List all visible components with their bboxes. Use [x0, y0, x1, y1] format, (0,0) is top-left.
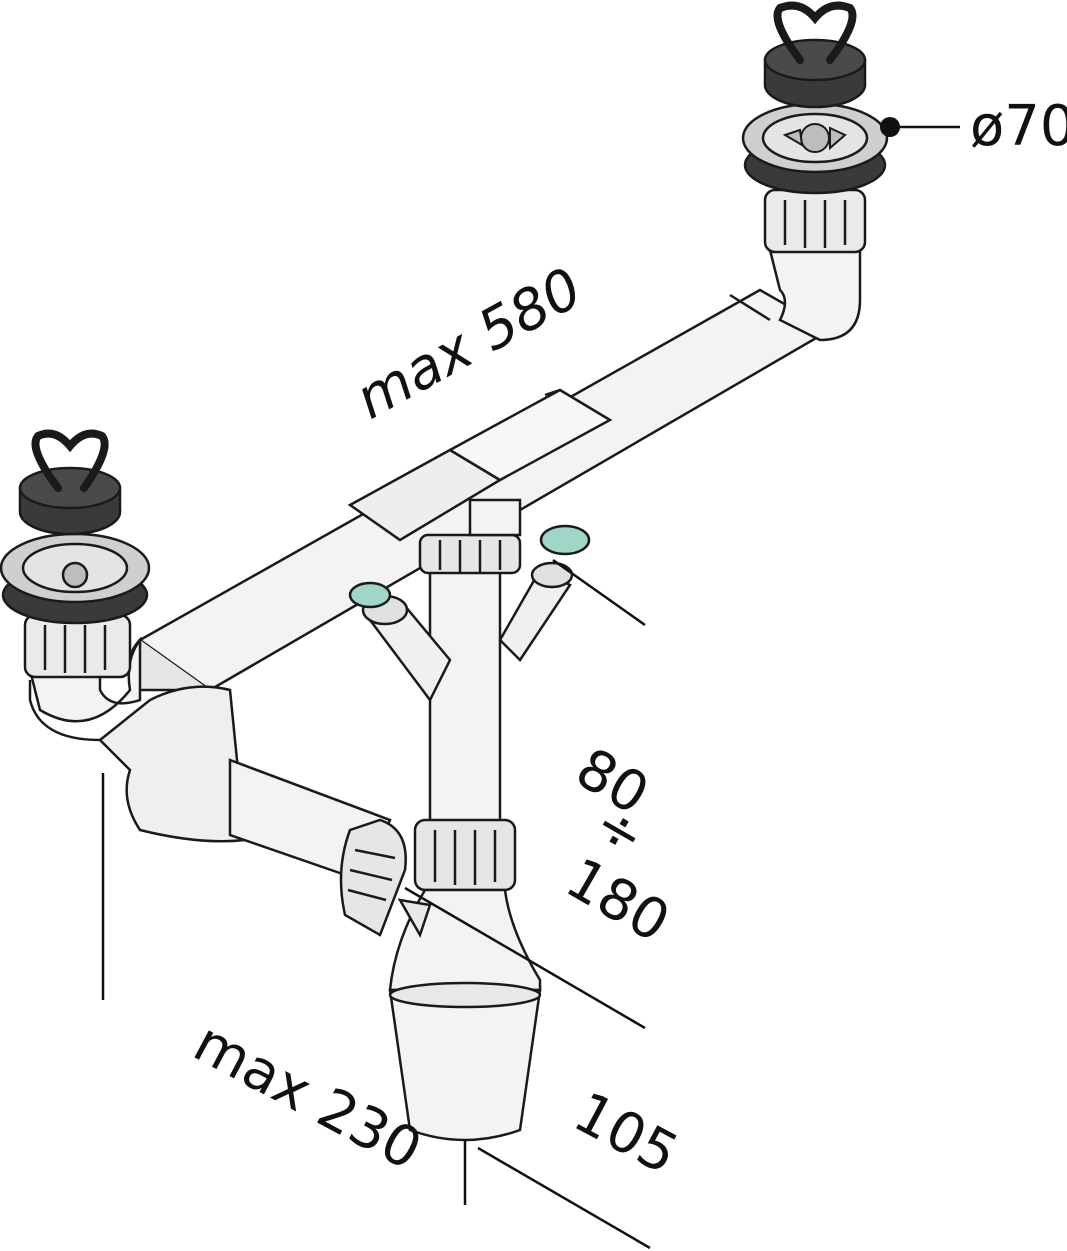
top-tee-nut [418, 498, 522, 575]
right-hose-connector [539, 524, 591, 556]
right-branch [498, 561, 574, 662]
left-plug [18, 466, 122, 536]
standpipe [428, 558, 502, 842]
right-strainer-nut [763, 188, 867, 254]
max-depth-label: max 230 [183, 1010, 431, 1183]
diameter-label: ø70 [970, 94, 1067, 159]
left-strainer-nut [23, 613, 132, 679]
height-max-label: 180 [555, 846, 680, 956]
right-plug [763, 38, 867, 109]
trap-nut [413, 818, 517, 892]
connecting-pipe [128, 288, 833, 692]
left-strainer-flange [0, 532, 151, 625]
plug-handle-icon [773, 1, 857, 64]
left-plug-handle-icon [31, 429, 109, 492]
outlet-label: 105 [563, 1080, 688, 1188]
bottle-trap [388, 888, 542, 1142]
left-hose-connector [348, 581, 392, 609]
cone-nut [339, 818, 407, 937]
right-elbow [768, 248, 862, 342]
diameter-marker [880, 117, 900, 137]
strainer-icon [782, 123, 847, 153]
